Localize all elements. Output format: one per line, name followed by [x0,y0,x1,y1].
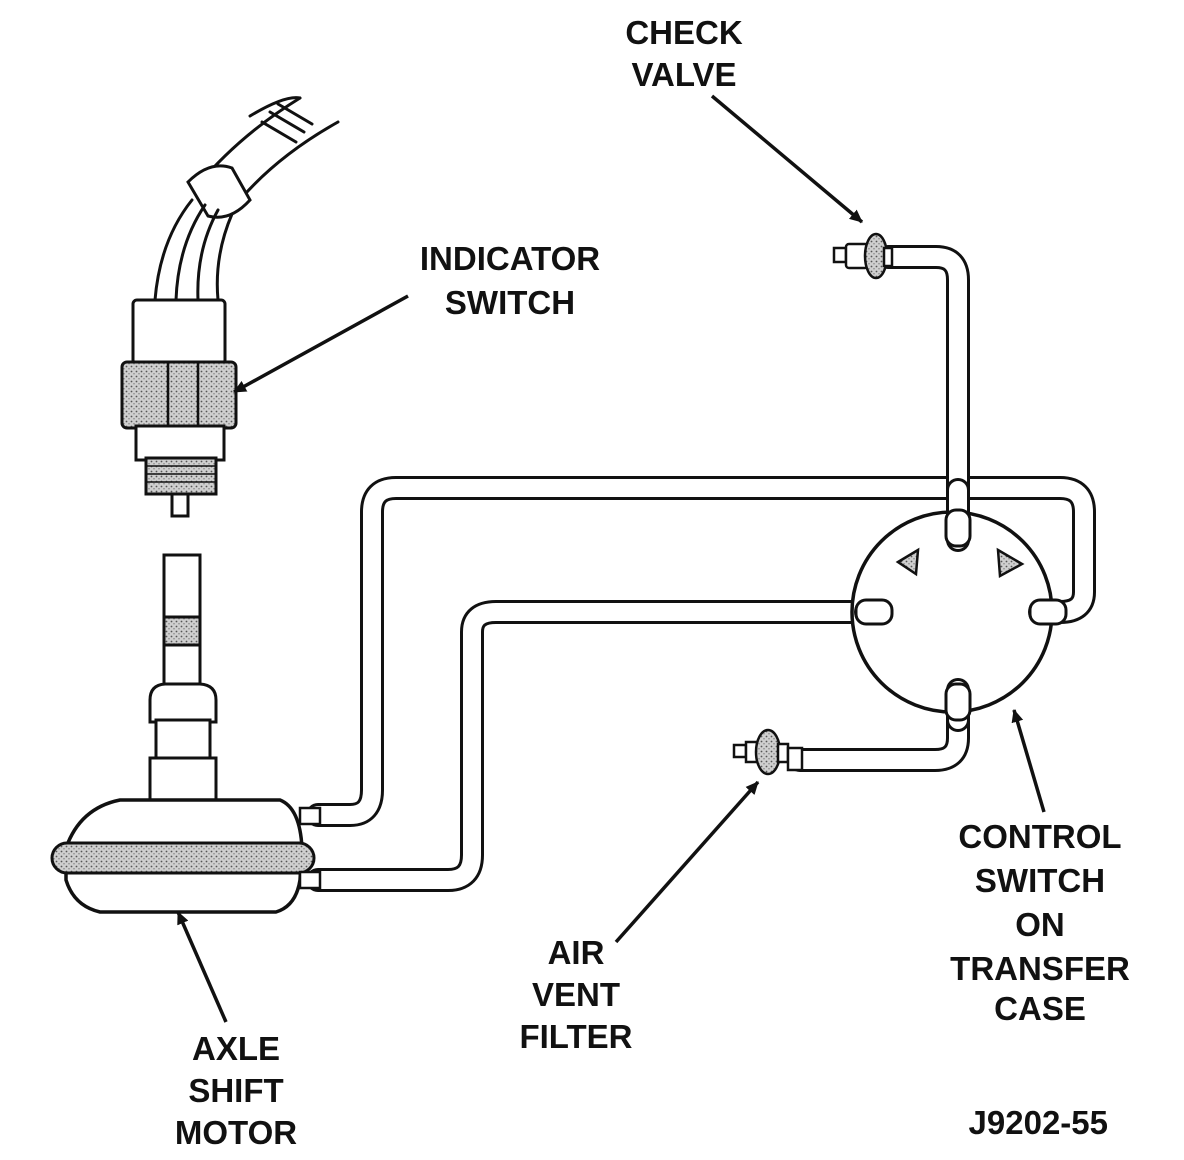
label-check-valve: CHECK VALVE [625,14,743,93]
label-line: MOTOR [175,1114,297,1151]
check-valve [832,232,894,280]
label-line: VALVE [631,56,736,93]
label-indicator-switch: INDICATOR SWITCH [420,240,600,321]
hose-motor-upper [306,476,1096,827]
hose-air-vent-filter [788,678,970,772]
control-switch-arrow [1011,709,1046,813]
label-line: AIR [548,934,605,971]
check-valve-arrow [710,94,864,224]
control-switch [850,478,1068,732]
label-air-vent-filter: AIR VENT FILTER [519,934,632,1055]
air-vent-filter [732,728,804,776]
air-vent-filter-arrow [614,780,760,944]
axle-shift-motor [50,553,322,914]
left-arrow-mark-icon [895,547,920,577]
label-line: CONTROL [958,818,1121,855]
indicator-switch-arrow [233,294,409,394]
label-line: FILTER [519,1018,632,1055]
hose-check-valve [876,245,970,550]
hose-motor-lower [306,600,890,892]
indicator-switch [120,96,340,518]
label-line: INDICATOR [420,240,600,277]
label-axle-shift-motor: AXLE SHIFT MOTOR [175,1030,297,1151]
label-line: CASE [994,990,1086,1027]
label-line: SWITCH [445,284,575,321]
leader-arrows [176,94,1046,1023]
label-line: VENT [532,976,620,1013]
label-line: CHECK [625,14,743,51]
label-line: TRANSFER [950,950,1130,987]
vacuum-hoses [306,245,1096,892]
label-line: SWITCH [975,862,1105,899]
axle-shift-motor-arrow [176,911,228,1023]
label-line: ON [1015,906,1065,943]
right-arrow-mark-icon [996,547,1025,579]
label-line: AXLE [192,1030,280,1067]
label-line: SHIFT [188,1072,283,1109]
label-control-switch: CONTROL SWITCH ON TRANSFER CASE [950,818,1130,1027]
figure-reference: J9202-55 [969,1104,1108,1141]
